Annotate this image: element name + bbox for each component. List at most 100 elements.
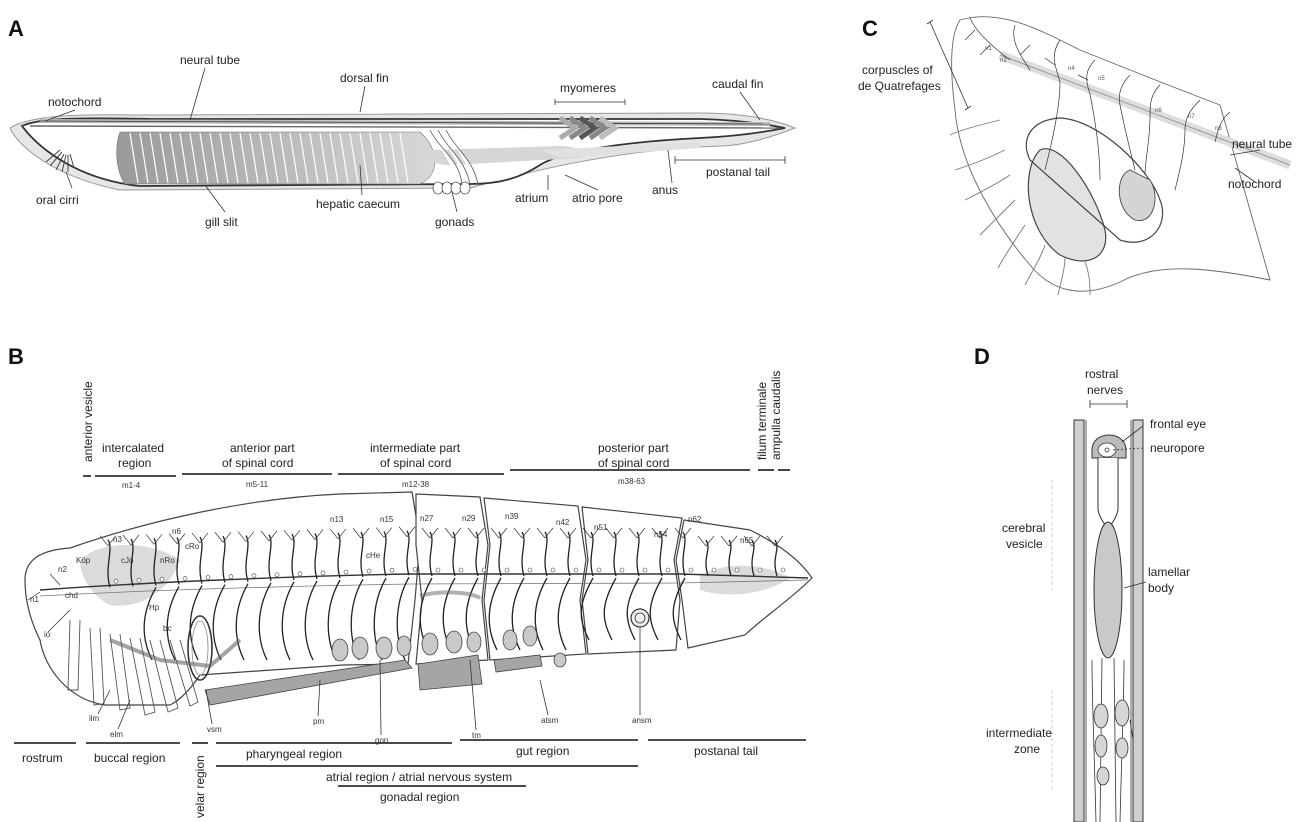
panel-c-n6: n6 — [1155, 108, 1162, 114]
label-myomeres: myomeres — [560, 81, 616, 95]
cord-cell-dot — [413, 567, 417, 571]
panel-c-label: C — [862, 16, 878, 41]
cord-cell-dot — [252, 574, 256, 578]
label-cerebral-2: vesicle — [1006, 537, 1043, 551]
cord-cell-dot — [666, 568, 670, 572]
panel-c-n7: n7 — [1188, 114, 1195, 120]
label-intermediate-1: intermediate — [986, 726, 1052, 740]
label-lamellar-1: lamellar — [1148, 565, 1190, 579]
label-pharyngeal-region: pharyngeal region — [246, 747, 342, 761]
cord-cell-dot — [597, 568, 601, 572]
label-c-notochord: notochord — [1228, 177, 1281, 191]
panel-d-left-wall — [1074, 420, 1084, 822]
cord-cell-dot — [183, 576, 187, 580]
label-hepatic-caecum: hepatic caecum — [316, 197, 400, 211]
b-ansm: ansm — [632, 716, 652, 725]
cord-cell-dot — [229, 575, 233, 579]
panel-a-label: A — [8, 16, 24, 41]
label-corpuscles-1: corpuscles of — [862, 63, 933, 77]
b-pm: pm — [313, 717, 324, 726]
lamellar-body-shape — [1094, 522, 1122, 658]
panel-b-label: B — [8, 344, 24, 369]
b-n39: n39 — [505, 512, 519, 521]
cord-cell-dot — [482, 568, 486, 572]
b-elm: elm — [110, 730, 123, 739]
label-anterior-part-2: of spinal cord — [222, 456, 293, 470]
cord-cell-dot — [758, 568, 762, 572]
cord-cell-dot — [298, 572, 302, 576]
label-ampulla-caudalis: ampulla caudalis — [769, 371, 783, 460]
panel-c-n8: n8 — [1215, 126, 1222, 132]
label-c-neural-tube: neural tube — [1232, 137, 1292, 151]
label-postanal-tail: postanal tail — [706, 165, 770, 179]
label-notochord: notochord — [48, 95, 101, 109]
label-intermediate-part-1: intermediate part — [370, 441, 461, 455]
b-chd: chd — [65, 591, 78, 600]
cord-cell-dot — [206, 576, 210, 580]
b-n65: n65 — [740, 536, 754, 545]
panel-d-central-canal — [1098, 458, 1118, 530]
cord-cell-dot — [436, 568, 440, 572]
b-nro: nRo — [160, 556, 175, 565]
label-atrium: atrium — [515, 191, 548, 205]
label-frontal-eye: frontal eye — [1150, 417, 1206, 431]
cord-cell-dot — [160, 577, 164, 581]
b-n3: n3 — [113, 535, 122, 544]
label-cerebral-1: cerebral — [1002, 521, 1045, 535]
b-hp: Hp — [149, 603, 160, 612]
b-cro: cRo — [185, 542, 200, 551]
label-m12-38: m12-38 — [402, 480, 430, 489]
panel-d: D — [974, 344, 1206, 822]
cord-cell-dot — [114, 579, 118, 583]
b-n1: n1 — [30, 595, 39, 604]
label-filum-terminale: filum terminale — [755, 382, 769, 460]
label-neural-tube: neural tube — [180, 53, 240, 67]
label-intercalated-2: region — [118, 456, 151, 470]
label-intercalated-1: intercalated — [102, 441, 164, 455]
cord-cell-dot — [574, 568, 578, 572]
panel-c-n5: n5 — [1098, 76, 1105, 82]
cord-cell-dot — [620, 568, 624, 572]
panel-c-n1: n1 — [985, 46, 992, 52]
label-rostral-1: rostral — [1085, 367, 1118, 381]
panel-c-n2: n2 — [1000, 58, 1007, 64]
cord-cell-dot — [505, 568, 509, 572]
label-gonadal-region: gonadal region — [380, 790, 459, 804]
panel-d-canal-r — [1114, 658, 1116, 822]
label-m1-4: m1-4 — [122, 481, 141, 490]
b-n42: n42 — [556, 518, 570, 527]
panel-b-anus-ring — [631, 609, 649, 627]
b-atsm: atsm — [541, 716, 559, 725]
panel-c: C — [858, 16, 1292, 295]
b-n2: n2 — [58, 565, 67, 574]
panel-b: B anterior vesicle filum terminale ampul… — [8, 344, 812, 818]
label-intermediate-part-2: of spinal cord — [380, 456, 451, 470]
label-lamellar-2: body — [1148, 581, 1174, 595]
panel-b-top-bars — [83, 470, 790, 476]
panel-c-n4: n4 — [1068, 66, 1075, 72]
cord-cell-dot — [735, 568, 739, 572]
b-tm: tm — [472, 731, 481, 740]
label-posterior-part-2: of spinal cord — [598, 456, 669, 470]
b-n29: n29 — [462, 514, 476, 523]
panel-d-label: D — [974, 344, 990, 369]
b-n15: n15 — [380, 515, 394, 524]
label-corpuscles-2: de Quatrefages — [858, 79, 941, 93]
b-ilm: ilm — [89, 714, 100, 723]
cord-cell-dot — [459, 568, 463, 572]
cord-cell-dot — [344, 570, 348, 574]
b-che: cHe — [366, 551, 381, 560]
label-atrial-region: atrial region / atrial nervous system — [326, 770, 512, 784]
label-m38-63: m38-63 — [618, 477, 646, 486]
label-rostrum: rostrum — [22, 751, 63, 765]
label-anus: anus — [652, 183, 678, 197]
b-bc: bc — [163, 624, 171, 633]
cord-cell-dot — [528, 568, 532, 572]
cord-cell-dot — [643, 568, 647, 572]
label-posterior-part-1: posterior part — [598, 441, 669, 455]
label-neuropore: neuropore — [1150, 441, 1205, 455]
panel-d-neurons — [1094, 700, 1129, 785]
label-anterior-part-1: anterior part — [230, 441, 295, 455]
cord-cell-dot — [321, 571, 325, 575]
